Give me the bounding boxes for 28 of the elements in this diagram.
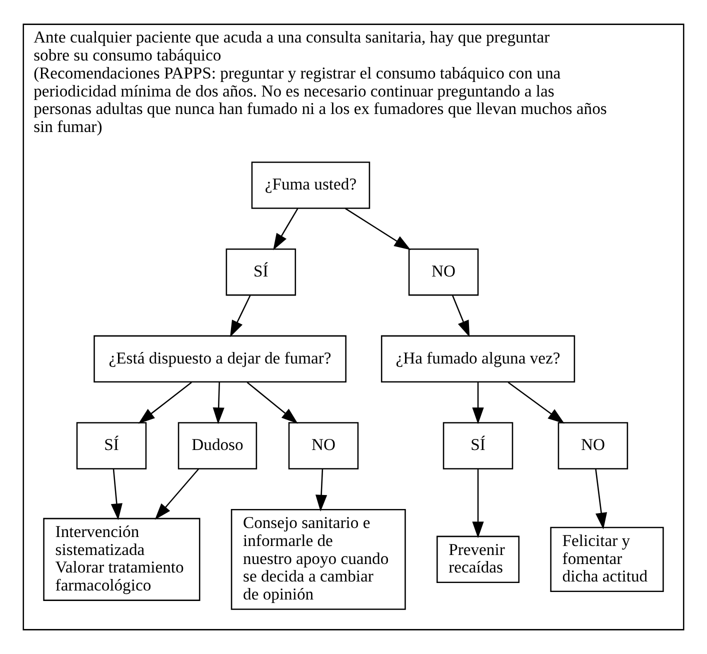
arrow (595, 468, 608, 530)
node-box: SÍ (76, 422, 147, 470)
node-box: Intervención sistematizada Valorar tratamiento farmacológico (43, 518, 200, 601)
node-box: ¿Está dispuesto a dejar de fumar? (94, 335, 346, 383)
node-box: SÍ (442, 422, 514, 470)
arrow (452, 295, 470, 338)
arrow (110, 468, 122, 520)
arrow (138, 382, 192, 424)
node-box: Dudoso (178, 422, 258, 470)
node-box: NO (558, 422, 628, 470)
arrow (472, 469, 484, 538)
node-box: Consejo sanitario e informarle de nuestro apoyo cuando se decida a cambiar de opinión (230, 508, 406, 610)
node-box: SÍ (226, 248, 296, 296)
arrow (344, 208, 411, 250)
node-box: Felicitar y fomentar dicha actitud (550, 526, 664, 592)
arrow (246, 382, 298, 424)
arrow (472, 382, 484, 424)
node-box: ¿Fuma usted? (251, 162, 370, 209)
arrow (212, 382, 224, 424)
node-box: Prevenir recaídas (436, 536, 520, 584)
node-box: ¿Ha fumado alguna vez? (380, 335, 576, 383)
node-box: NO (288, 422, 359, 470)
arrow (273, 208, 298, 250)
node-box: NO (408, 248, 479, 296)
arrow (315, 468, 328, 512)
arrow (230, 295, 251, 338)
arrow (508, 382, 565, 424)
arrow (154, 468, 200, 520)
